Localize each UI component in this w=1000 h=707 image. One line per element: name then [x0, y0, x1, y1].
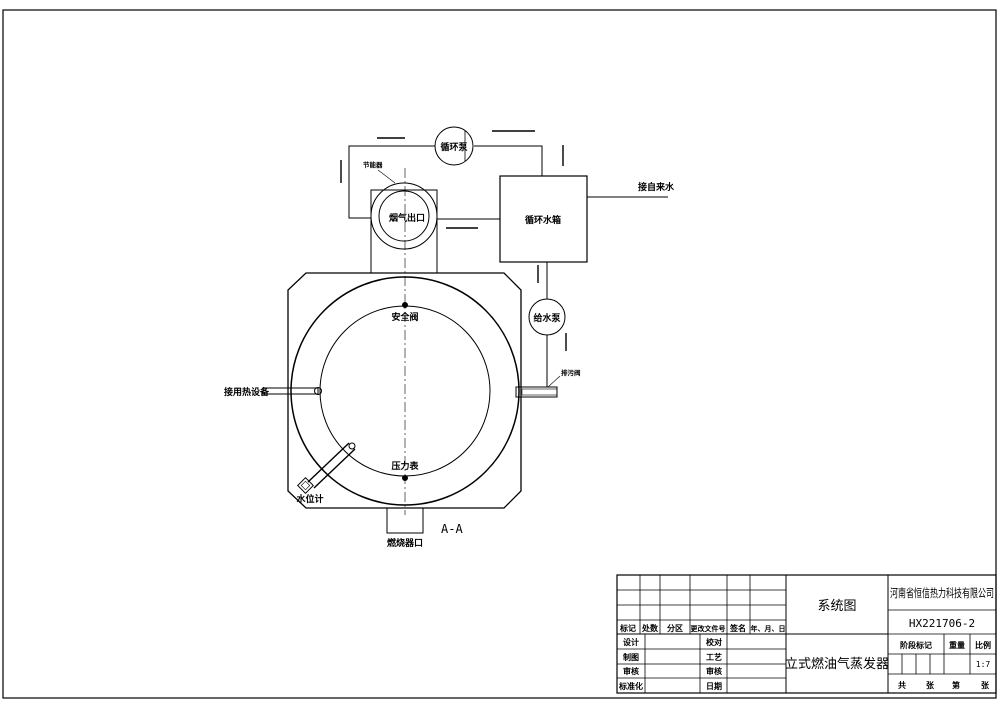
circulation-pump-label: 循环泵: [440, 141, 468, 153]
sheet-label: 张: [981, 681, 990, 690]
water-level-tube-a: [307, 442, 350, 483]
staff-draw: 制图: [623, 652, 639, 662]
burner-port-label: 燃烧器口: [387, 537, 423, 549]
staff-process: 工艺: [706, 652, 722, 662]
sheet-count-label: 张: [926, 681, 935, 690]
economizer-leader: [377, 169, 396, 184]
pressure-gauge-port: [402, 475, 408, 481]
scale-label: 比例: [975, 640, 991, 650]
sheet-total-label: 共: [898, 680, 906, 690]
scale-value: 1:7: [976, 660, 991, 669]
pressure-gauge-label: 压力表: [391, 460, 419, 472]
equipment-outlet-pipe: [262, 387, 319, 395]
rev-header-mark: 标记: [619, 623, 636, 633]
tank-label: 循环水箱: [525, 214, 561, 226]
product-name: 立式燃油气蒸发器: [785, 656, 889, 672]
staff-date: 日期: [706, 681, 722, 691]
economizer-outer: [370, 182, 438, 250]
boiler-housing: [287, 272, 522, 509]
rev-header-count: 处数: [641, 623, 659, 633]
tap-water-label: 接自来水: [638, 181, 675, 193]
economizer-label: 节能器: [363, 160, 383, 169]
sheet-no-label: 第: [952, 680, 960, 690]
section-label: A-A: [441, 522, 463, 536]
equipment-label: 接用热设备: [224, 386, 270, 398]
safety-valve-port: [402, 302, 408, 308]
water-level-top: [348, 442, 356, 450]
water-level-valve-inner: [300, 480, 311, 491]
title-block: [616, 574, 997, 694]
schematic: [262, 126, 668, 534]
staff-approve: 审核: [706, 666, 722, 676]
water-level-valve: [297, 477, 314, 494]
rev-header-date: 年、月、日: [751, 624, 786, 633]
pipe-loop-right: [474, 145, 543, 176]
blowdown-nozzle-inner: [521, 388, 558, 396]
equipment-outlet-end: [314, 387, 322, 395]
staff-design: 设计: [623, 637, 639, 647]
staff-review: 审核: [623, 666, 639, 676]
blowdown-leader: [547, 375, 561, 388]
stage-label: 阶段标记: [900, 640, 932, 650]
rev-header-zone: 分区: [667, 623, 683, 633]
rev-header-docno: 更改文件号: [691, 624, 726, 633]
drawing-border: [2, 9, 997, 699]
company-name: 河南省恒信热力科技有限公司: [890, 586, 994, 600]
economizer-inner: [378, 190, 430, 242]
blowdown-label: 排污阀: [561, 368, 581, 377]
economizer-stack: [370, 189, 438, 274]
rev-header-sign: 签名: [729, 623, 746, 633]
burner-port: [386, 507, 424, 534]
circulation-tank: [499, 175, 588, 263]
drawing-name: 系统图: [817, 599, 856, 614]
staff-check: 校对: [706, 637, 722, 647]
water-level-tube-b: [313, 448, 356, 489]
water-level-label: 水位计: [296, 493, 323, 505]
safety-valve-label: 安全阀: [391, 311, 418, 323]
flue-outlet-label: 烟气出口: [389, 212, 425, 224]
drawing-number: HX221706-2: [909, 617, 975, 630]
staff-standard: 标准化: [618, 681, 643, 691]
pipe-loop-left: [348, 145, 435, 219]
circulation-pump: [434, 126, 474, 166]
weight-label: 重量: [949, 640, 965, 650]
feed-pump-label: 给水泵: [533, 312, 561, 324]
